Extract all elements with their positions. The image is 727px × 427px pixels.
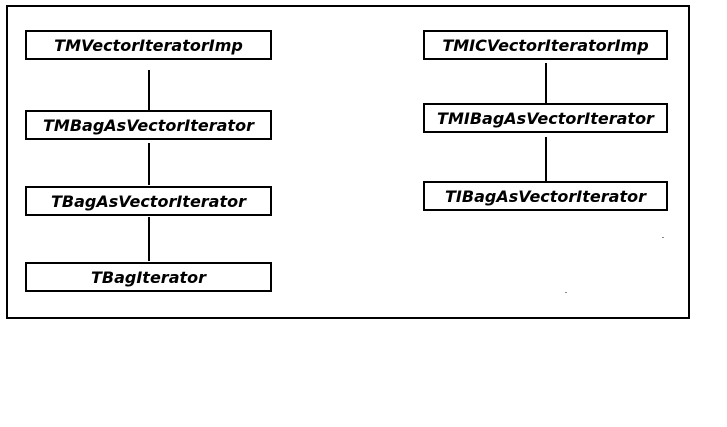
class-label: TIBagAsVectorIterator xyxy=(445,186,646,206)
class-label: TMIBagAsVectorIterator xyxy=(437,108,654,128)
class-label: TMBagAsVectorIterator xyxy=(43,115,254,135)
edge-n2-n3 xyxy=(148,143,150,185)
diagram-frame xyxy=(6,5,690,319)
class-box-tibagasvectoriterator: TIBagAsVectorIterator xyxy=(423,181,668,211)
scan-speck xyxy=(565,292,567,293)
class-label: TBagIterator xyxy=(90,267,207,287)
class-box-tbagiterator: TBagIterator xyxy=(25,262,272,292)
edge-n3-n4 xyxy=(148,217,150,261)
scan-speck xyxy=(662,237,664,238)
class-label: TMVectorIteratorImp xyxy=(54,35,243,55)
class-box-tbagasvectoriterator: TBagAsVectorIterator xyxy=(25,186,272,216)
class-box-tmicvectoriteratorimp: TMICVectorIteratorImp xyxy=(423,30,668,60)
class-box-tmvectoriteratorimp: TMVectorIteratorImp xyxy=(25,30,272,60)
class-box-tmibagasvectoriterator: TMIBagAsVectorIterator xyxy=(423,103,668,133)
class-label: TBagAsVectorIterator xyxy=(50,191,247,211)
class-box-tmbagasvectoriterator: TMBagAsVectorIterator xyxy=(25,110,272,140)
edge-n5-n6 xyxy=(545,63,547,103)
class-label: TMICVectorIteratorImp xyxy=(442,35,649,55)
edge-n6-n7 xyxy=(545,137,547,181)
edge-n1-n2 xyxy=(148,70,150,110)
